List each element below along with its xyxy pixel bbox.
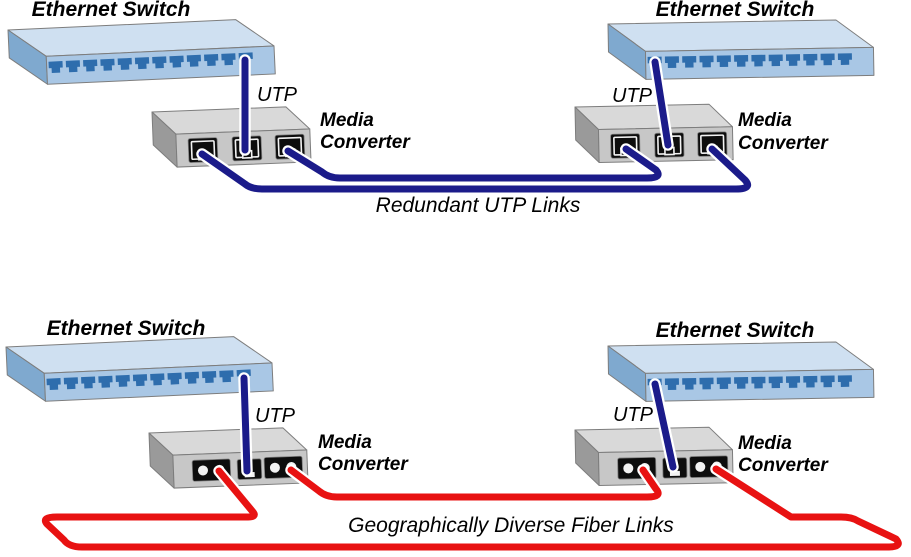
media-converter-label-bottom-right-line1: Media <box>738 433 792 454</box>
media-converter-label-top-right-line1: Media <box>738 110 792 131</box>
ethernet-switch-top-left <box>8 18 275 86</box>
media-converter-label-top-right-line2: Converter <box>738 133 829 154</box>
media-converter-top-left <box>152 106 311 168</box>
ethernet-switch-label-top-left: Ethernet Switch <box>32 0 191 21</box>
utp-label-bottom-left: UTP <box>255 405 296 427</box>
ethernet-switch-label-top-right: Ethernet Switch <box>656 0 815 21</box>
top-diagram: Ethernet Switch Ethernet Switch Media Co… <box>8 0 874 217</box>
redundant-utp-links-caption: Redundant UTP Links <box>376 194 581 217</box>
ethernet-switch-bottom-left <box>6 335 273 403</box>
ethernet-switch-label-bottom-right: Ethernet Switch <box>656 319 815 342</box>
media-converter-label-top-left-line1: Media <box>320 110 374 131</box>
media-converter-label-bottom-right-line2: Converter <box>738 455 829 476</box>
media-converter-label-bottom-left-line1: Media <box>318 432 372 453</box>
media-converter-label-bottom-left-line2: Converter <box>318 454 409 475</box>
ethernet-switch-top-right <box>608 19 874 80</box>
utp-label-bottom-right: UTP <box>613 404 654 426</box>
utp-cable-bottom-left <box>244 378 247 471</box>
bottom-diagram: Ethernet Switch Ethernet Switch Media Co… <box>6 317 898 547</box>
utp-label-top-left: UTP <box>257 84 298 106</box>
diverse-fiber-links-caption: Geographically Diverse Fiber Links <box>348 514 674 537</box>
ethernet-switch-label-bottom-left: Ethernet Switch <box>47 317 206 340</box>
ethernet-switch-bottom-right <box>608 341 874 402</box>
utp-label-top-right: UTP <box>612 85 653 107</box>
media-converter-label-top-left-line2: Converter <box>320 132 411 153</box>
